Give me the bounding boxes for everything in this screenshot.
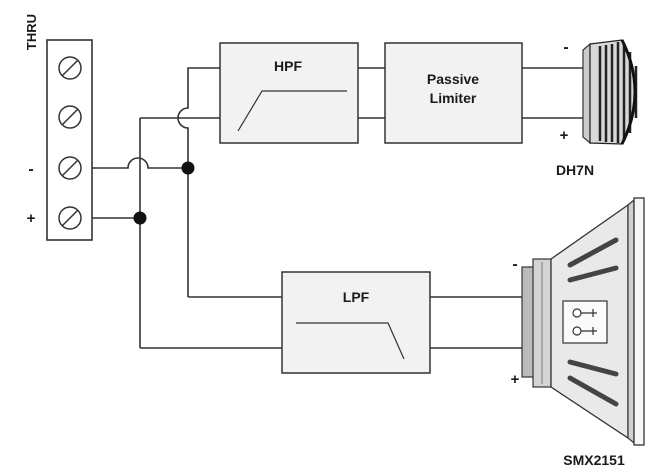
screw-terminal-plus — [58, 206, 82, 230]
tweeter-cap — [620, 39, 637, 145]
woofer-terminal-plate — [562, 300, 608, 344]
hpf-label: HPF — [274, 58, 302, 74]
woofer-minus-label: - — [512, 256, 517, 273]
lpf-response-curve — [296, 322, 405, 360]
tweeter-model-label: DH7N — [556, 162, 594, 178]
tweeter-front-flange — [582, 42, 591, 145]
woofer-magnet-back — [521, 266, 535, 378]
junction-dot-minus — [181, 161, 195, 175]
wiring — [92, 67, 583, 349]
tweeter-minus-label: - — [563, 39, 568, 56]
junction-dot-plus — [133, 211, 147, 225]
limiter-label-line1: Passive — [427, 71, 479, 87]
limiter-label-line2: Limiter — [430, 90, 477, 106]
terminal-plus-label: + — [27, 210, 36, 227]
terminal-strip: THRU - + — [24, 14, 93, 241]
woofer-frame-rim — [627, 198, 635, 445]
screw-terminal-1 — [58, 56, 82, 80]
limiter-block: Passive Limiter — [384, 42, 523, 144]
hpf-response-curve — [237, 90, 347, 132]
thru-label: THRU — [24, 14, 39, 50]
woofer-plus-label: + — [511, 371, 520, 388]
lpf-block: LPF — [281, 271, 431, 374]
woofer-model-label: SMX2151 — [563, 452, 625, 468]
woofer-basket-slots — [567, 237, 619, 407]
limiter-box — [384, 42, 523, 144]
tweeter-dh7n: - + DH7N — [556, 39, 638, 178]
woofer-outer-rim — [633, 197, 645, 446]
tweeter-plus-label: + — [560, 127, 569, 144]
lpf-label: LPF — [343, 289, 370, 305]
hpf-block: HPF — [219, 42, 359, 144]
minus-wire-vertical — [177, 67, 220, 297]
screw-terminal-2 — [58, 105, 82, 129]
terminal-minus-label: - — [28, 161, 33, 178]
screw-terminal-minus — [58, 156, 82, 180]
minus-wire-main — [92, 157, 188, 169]
tweeter-fins — [598, 42, 638, 143]
hpf-box — [219, 42, 359, 144]
woofer-smx2151: - + SMX2151 — [511, 197, 645, 468]
